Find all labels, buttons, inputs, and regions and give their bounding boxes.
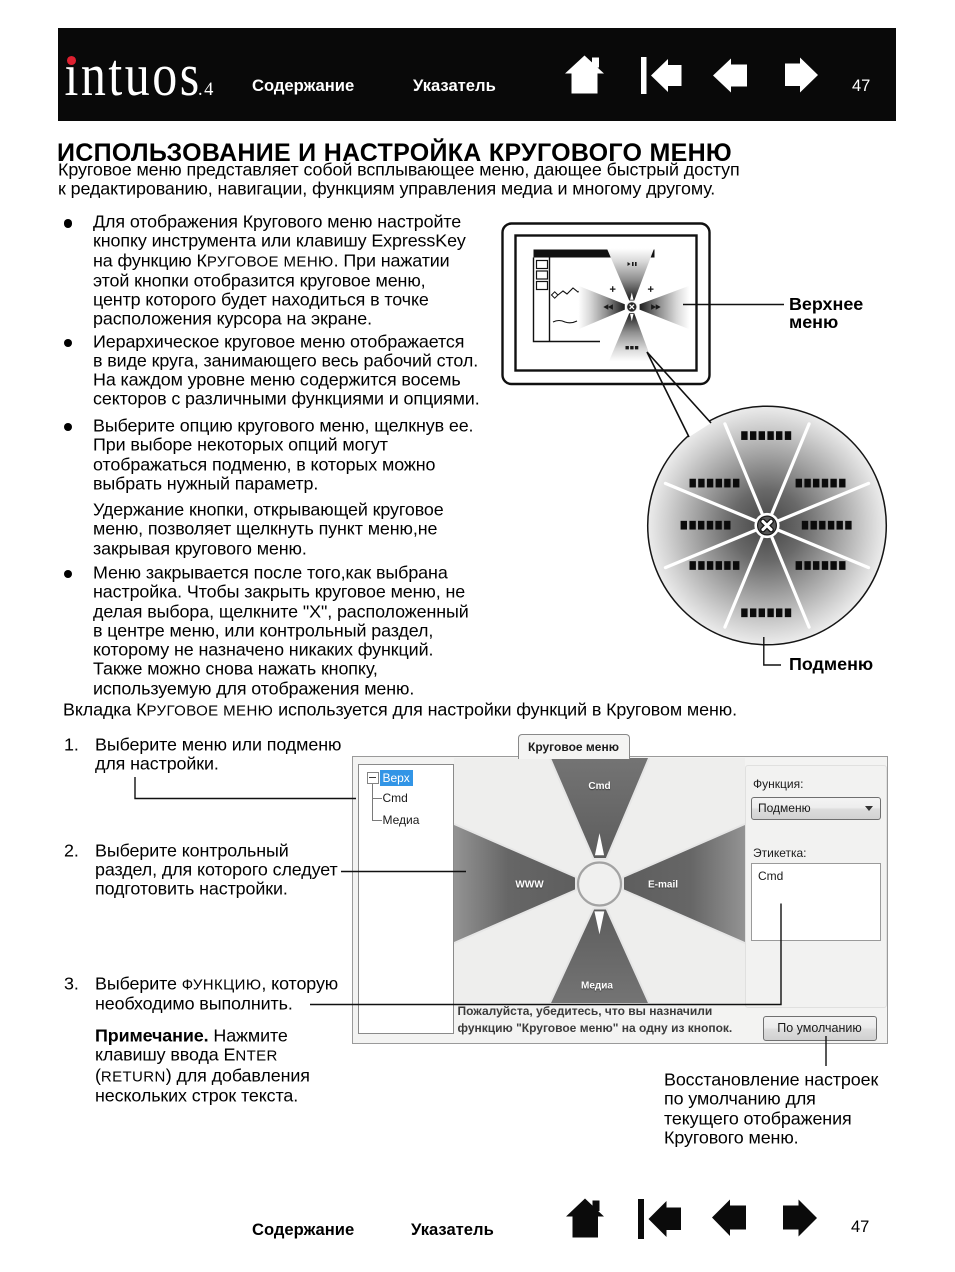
svg-text:WWW: WWW <box>515 880 544 891</box>
svg-text:Cmd: Cmd <box>588 781 610 792</box>
svg-text:Медиа: Медиа <box>581 981 613 992</box>
svg-text:E-mail: E-mail <box>648 880 678 891</box>
